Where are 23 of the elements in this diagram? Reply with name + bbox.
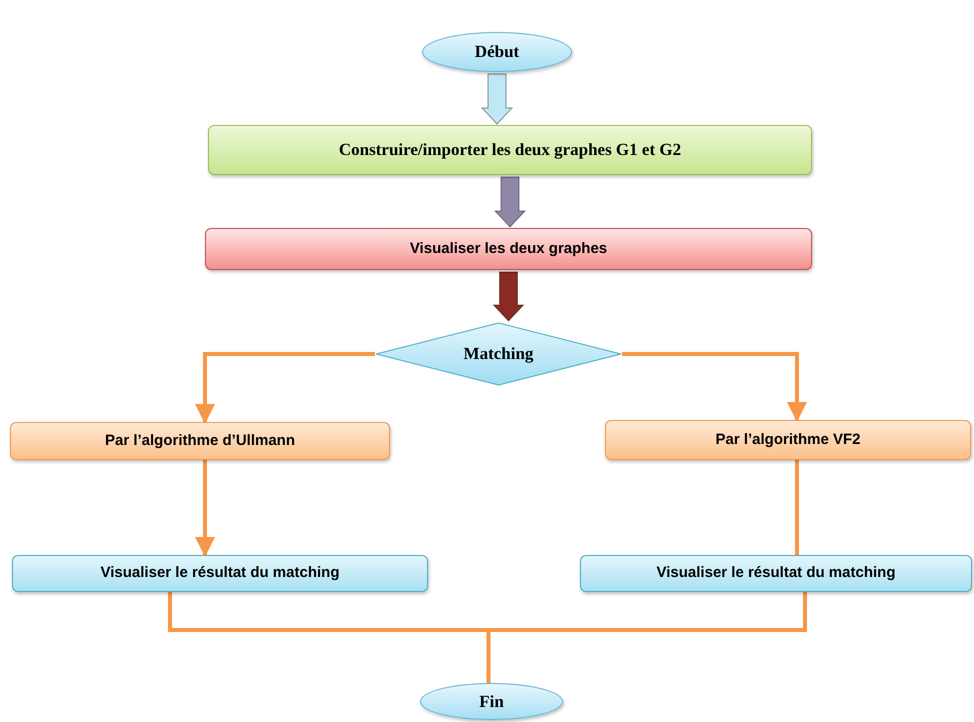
connector-line (486, 592, 807, 683)
node-label: Par l’algorithme d’Ullmann (104, 430, 296, 451)
block-arrow (480, 74, 514, 125)
block-arrow (492, 272, 525, 322)
node-label: Visualiser le résultat du matching (100, 563, 340, 584)
arrow (195, 352, 375, 424)
process-box (12, 555, 428, 592)
node-label: Fin (479, 690, 504, 713)
node-label: Visualiser le résultat du matching (656, 563, 896, 584)
arrow (622, 352, 807, 422)
process-box (208, 125, 812, 175)
node-label: Matching (464, 343, 534, 366)
block-arrow (494, 176, 526, 228)
connector-line (795, 460, 799, 555)
process-box (580, 555, 972, 592)
process-box (605, 420, 971, 460)
node-label: Par l’algorithme VF2 (715, 430, 861, 450)
process-box (205, 228, 812, 270)
arrow (195, 460, 215, 557)
node-label: Visualiser les deux graphes (410, 238, 608, 259)
process-box (10, 422, 390, 460)
node-label: Début (474, 41, 520, 64)
node-label: Construire/importer les deux graphes G1 et G2 (338, 139, 682, 162)
